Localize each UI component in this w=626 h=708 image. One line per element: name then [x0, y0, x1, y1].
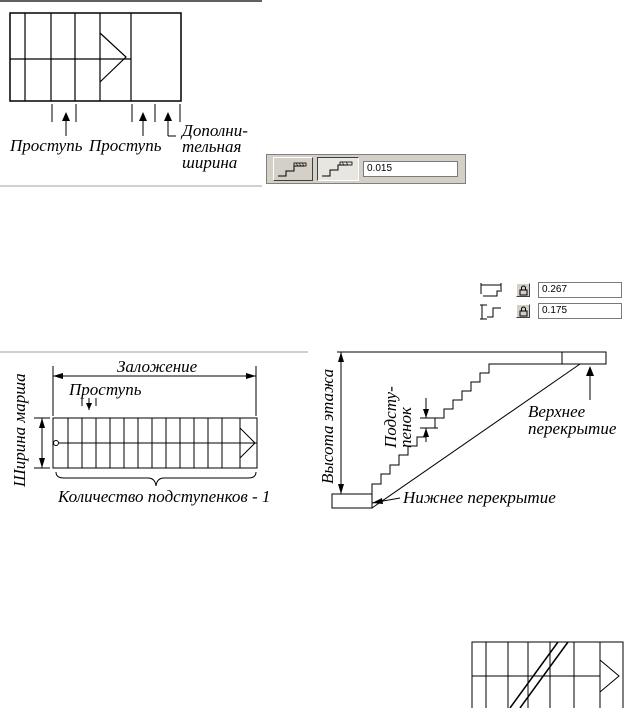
tread-depth-field[interactable]: 0.267 — [538, 282, 622, 298]
label-prostup-1: Проступь — [10, 136, 83, 155]
riser-height-icon — [480, 304, 501, 320]
stair-tread-icon — [278, 162, 307, 177]
tread-depth-icon — [480, 283, 502, 297]
lock-icon — [519, 306, 528, 317]
dimension-toolbar: 0.267 0.175 — [477, 280, 622, 322]
lock-button-2[interactable] — [516, 304, 530, 318]
label-kolichestvo: Количество подступенков - 1 — [58, 487, 271, 506]
lock-icon — [519, 285, 528, 296]
label-zalozhenie: Заложение — [117, 357, 198, 376]
riser-height-field[interactable]: 0.175 — [538, 303, 622, 319]
stair-riser-icon — [322, 161, 353, 177]
label-nizhnee-perekrytie: Нижнее перекрытие — [403, 488, 556, 507]
label-prostup-2: Проступь — [89, 136, 162, 155]
stair-riser-button[interactable] — [317, 157, 359, 181]
tread-thickness-field[interactable]: 0.015 — [363, 161, 458, 177]
stair-tread-button[interactable] — [273, 157, 313, 181]
tread-toolbar: 0.015 — [266, 154, 466, 184]
lock-button-1[interactable] — [516, 283, 530, 297]
label-verkhnee-perekrytie: Верхнее перекрытие — [528, 402, 617, 438]
label-prostup-3: Проступь — [69, 380, 142, 399]
label-additional-width: Дополни- тельная ширина — [182, 121, 248, 172]
